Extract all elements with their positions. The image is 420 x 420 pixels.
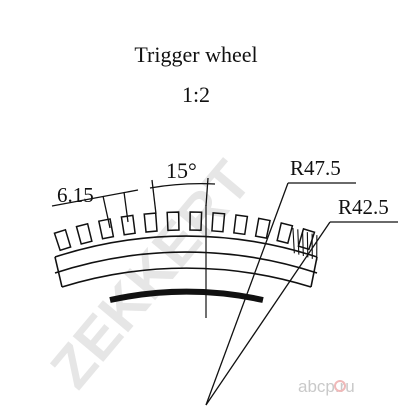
watermark-site: abcp.ru — [298, 377, 355, 396]
tooth-window — [143, 212, 158, 233]
outer-arc-bottom — [54, 251, 318, 274]
right-end-line — [310, 256, 318, 288]
dim-angle-arc — [149, 183, 216, 189]
tooth-window — [276, 222, 294, 245]
tooth-window — [233, 214, 249, 236]
dim-inner-radius — [205, 221, 398, 406]
tooth-window — [254, 217, 271, 240]
hatch-line — [297, 229, 300, 255]
tooth-window — [189, 211, 203, 232]
hatch-lines — [292, 227, 318, 261]
dim-r475-leader — [205, 182, 289, 406]
drawing-title: Trigger wheel — [134, 42, 257, 67]
inner-arc-top — [61, 267, 312, 288]
dim-tooth-width-label: 6.15 — [57, 183, 94, 207]
tooth-window — [211, 212, 226, 233]
dim-615-ext-right — [123, 191, 129, 223]
dim-r425-leader — [205, 221, 331, 406]
dim-inner-radius-label: R42.5 — [338, 195, 389, 219]
dim-outer-radius — [205, 182, 356, 406]
tooth-window — [120, 214, 136, 236]
hatch-line — [302, 230, 304, 256]
dim-tooth-width — [51, 189, 139, 229]
hatch-line — [292, 227, 295, 254]
tooth-window — [97, 218, 115, 240]
dim-outer-radius-label: R47.5 — [290, 156, 341, 180]
drawing-scale: 1:2 — [182, 82, 210, 107]
dim-angle-ext-left — [151, 179, 157, 215]
tooth-window — [166, 211, 180, 232]
dim-angle-label: 15° — [166, 158, 197, 183]
dim-angle-ext-right — [205, 177, 209, 207]
watermark-site-o-icon — [334, 380, 346, 392]
bore-arc — [109, 288, 264, 303]
tooth-window — [75, 222, 93, 245]
dim-angle — [149, 177, 216, 215]
wheel-arcs — [54, 235, 318, 303]
tooth-window — [53, 228, 72, 252]
dim-615-ext-left — [102, 195, 111, 229]
left-end-line — [54, 256, 63, 288]
outer-arc-top — [54, 235, 318, 258]
tooth-window — [297, 227, 316, 251]
tooth-windows — [53, 211, 316, 252]
